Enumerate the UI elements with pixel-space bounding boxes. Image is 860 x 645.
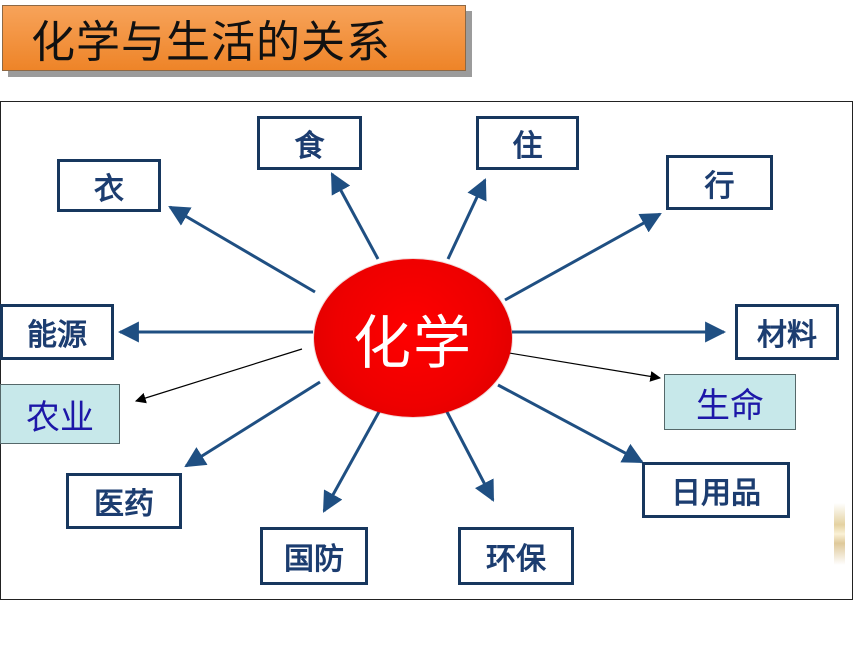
node-zhu: 住 <box>476 116 579 170</box>
arrow-to-huanbao <box>444 409 495 502</box>
arrow-to-xing <box>504 212 662 302</box>
decorative-edge-glint <box>834 503 845 565</box>
node-nongye: 农业 <box>0 384 120 444</box>
center-node-chemistry: 化学 <box>314 259 512 417</box>
node-huanbao: 环保 <box>458 527 574 585</box>
arrow-to-shi <box>330 172 380 260</box>
node-riyongpin: 日用品 <box>642 462 790 518</box>
node-yiyao: 医药 <box>66 473 182 529</box>
node-yi: 衣 <box>57 159 161 212</box>
node-nengyuan: 能源 <box>0 304 114 360</box>
arrow-to-zhu <box>446 178 487 260</box>
node-shengming: 生命 <box>664 374 796 430</box>
arrow-to-shengming <box>496 350 662 382</box>
arrow-to-nongye <box>134 348 303 404</box>
node-xing: 行 <box>666 155 773 210</box>
arrow-to-riyongpin <box>497 383 644 464</box>
node-shi: 食 <box>257 116 362 170</box>
arrow-to-yiyao <box>184 380 321 468</box>
node-cailiao: 材料 <box>735 304 839 360</box>
arrow-to-yi <box>168 205 316 294</box>
arrow-to-guofang <box>322 409 382 513</box>
slide-title: 化学与生活的关系 <box>2 5 466 71</box>
node-guofang: 国防 <box>260 527 368 585</box>
